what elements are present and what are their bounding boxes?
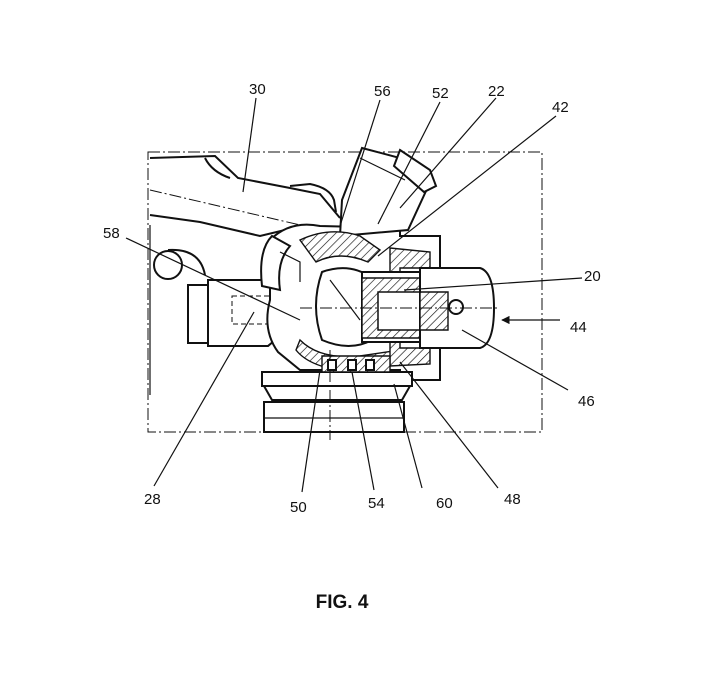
leader-lines xyxy=(125,97,583,493)
label-46: 46 xyxy=(578,393,595,410)
arm-30 xyxy=(149,154,341,395)
figure-caption: FIG. 4 xyxy=(316,592,369,613)
label-60: 60 xyxy=(436,495,453,512)
label-28: 28 xyxy=(144,491,161,508)
label-44: 44 xyxy=(570,319,587,336)
label-56: 56 xyxy=(374,83,391,100)
cam-58 xyxy=(260,234,301,292)
label-52: 52 xyxy=(432,85,449,102)
label-58: 58 xyxy=(103,225,120,242)
label-48: 48 xyxy=(504,491,521,508)
label-50: 50 xyxy=(290,499,307,516)
label-30: 30 xyxy=(249,81,266,98)
label-20: 20 xyxy=(584,268,601,285)
label-54: 54 xyxy=(368,495,385,512)
label-42: 42 xyxy=(552,99,569,116)
label-22: 22 xyxy=(488,83,505,100)
lower-assembly xyxy=(261,350,413,440)
